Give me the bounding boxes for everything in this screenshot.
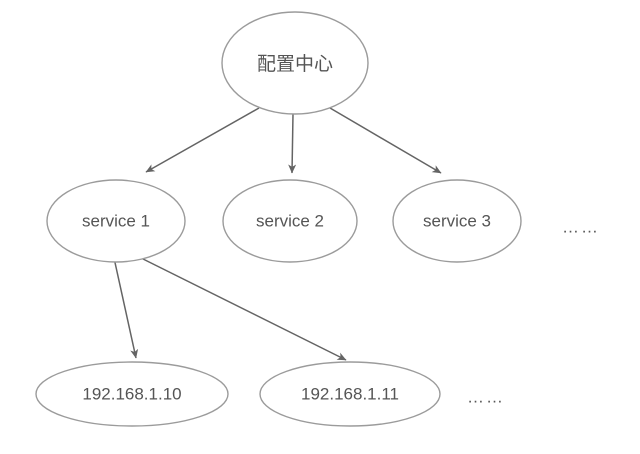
node-label-config-center: 配置中心 [257,53,333,75]
node-ip-192-168-1-11[interactable]: 192.168.1.11 [259,361,441,427]
node-label-service-3: service 3 [423,212,491,231]
edge-config-to-service-3 [329,107,442,174]
node-shape-service-1[interactable] [46,179,186,263]
node-ip-192-168-1-10[interactable]: 192.168.1.10 [35,361,229,427]
node-service-2[interactable]: service 2 [222,179,358,263]
edge-config-to-service-2 [288,113,297,174]
ellipsis-more-services: …… [562,218,600,237]
edge-service-1-to-ip-192-168-1-11 [134,254,347,361]
edge-service-1-to-ip-192-168-1-10 [113,257,139,359]
edge-layer [113,107,442,361]
node-service-1[interactable]: service 1 [46,179,186,263]
node-shape-service-3[interactable] [392,179,522,263]
node-label-ip-192-168-1-11: 192.168.1.11 [301,385,399,404]
node-shape-ip-192-168-1-11[interactable] [259,361,441,427]
node-shape-ip-192-168-1-10[interactable] [35,361,229,427]
node-label-service-2: service 2 [256,212,324,231]
node-config-center[interactable]: 配置中心 [221,11,369,115]
node-service-3[interactable]: service 3 [392,179,522,263]
node-label-ip-192-168-1-10: 192.168.1.10 [82,385,181,404]
node-label-service-1: service 1 [82,212,150,231]
node-shape-service-2[interactable] [222,179,358,263]
node-shape-config-center[interactable] [221,11,369,115]
ellipsis-more-instances: …… [467,388,505,407]
edge-config-to-service-1 [145,107,260,173]
